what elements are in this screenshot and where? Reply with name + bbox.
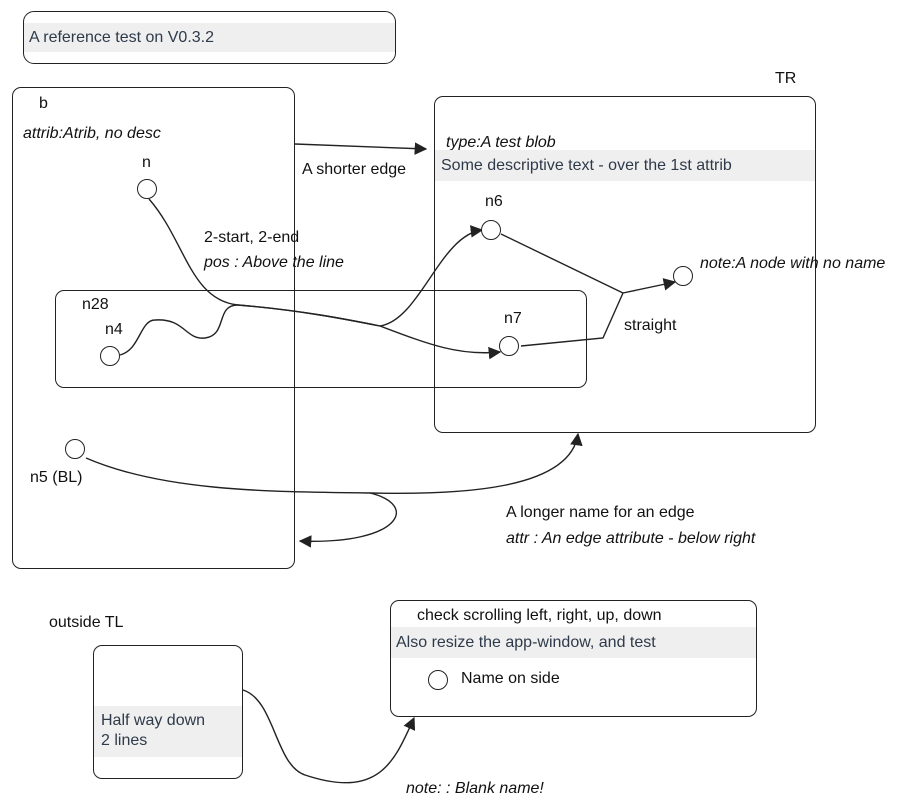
group-tr-type-attr: type:A test blob (446, 134, 556, 151)
group-b-label: b (39, 95, 48, 112)
node-noname[interactable] (673, 266, 693, 286)
group-n28-label: n28 (82, 296, 109, 313)
node-n7[interactable] (499, 336, 519, 356)
edge-shorter[interactable] (294, 142, 428, 155)
edge-n-to-junction[interactable] (148, 198, 239, 306)
node-side[interactable] (428, 670, 448, 690)
node-n6[interactable] (481, 220, 501, 240)
group-tr[interactable] (434, 96, 816, 433)
group-n28[interactable] (55, 290, 587, 388)
node-n6-label: n6 (485, 193, 503, 210)
title-box[interactable]: A reference test on V0.3.2 (23, 11, 396, 64)
group-b-attr: attrib:Atrib, no desc (23, 125, 161, 142)
edge-straight-label: straight (624, 317, 677, 334)
edge-n4-to-junction[interactable] (119, 304, 239, 356)
edge-straight[interactable] (622, 278, 677, 294)
edge-blank-name[interactable] (242, 689, 416, 784)
outside-tl-line2: 2 lines (101, 732, 148, 749)
node-n5[interactable] (65, 439, 85, 459)
group-outside-tl[interactable] (93, 645, 243, 779)
edge-longer-label: A longer name for an edge (506, 504, 695, 521)
edge-blank-note: note: : Blank name! (406, 780, 544, 797)
group-tr-label: TR (775, 70, 797, 87)
group-check-scrolling[interactable] (390, 600, 757, 717)
node-noname-note: note:A node with no name (700, 255, 886, 272)
edge-2start-attr: pos : Above the line (204, 254, 344, 271)
edge-longer-attr: attr : An edge attribute - below right (506, 530, 756, 547)
group-check-description: Also resize the app-window, and test (391, 627, 756, 658)
node-n[interactable] (137, 179, 157, 199)
node-n-label: n (142, 154, 151, 171)
edge-loop-back[interactable] (298, 492, 397, 548)
node-n7-label: n7 (504, 310, 522, 327)
edge-2start-label: 2-start, 2-end (204, 229, 300, 246)
edge-longer-name[interactable] (85, 432, 583, 495)
title-text: A reference test on V0.3.2 (24, 23, 395, 52)
node-n4[interactable] (100, 346, 120, 366)
group-check-label: check scrolling left, right, up, down (417, 607, 662, 624)
group-outside-tl-label: outside TL (49, 614, 124, 631)
node-n4-label: n4 (105, 321, 123, 338)
edge-shorter-label: A shorter edge (302, 161, 407, 178)
edge-n7-to-join[interactable] (520, 292, 624, 347)
edge-junction-to-n7[interactable] (237, 304, 502, 360)
node-n5-label: n5 (BL) (30, 469, 83, 486)
outside-tl-line1: Half way down (101, 712, 206, 729)
node-side-label: Name on side (461, 670, 560, 687)
group-b[interactable] (12, 87, 295, 569)
edge-n6-to-join[interactable] (500, 233, 624, 294)
group-outside-tl-description: Half way down 2 lines (94, 706, 242, 757)
group-tr-description: Some descriptive text - over the 1st att… (435, 150, 815, 181)
